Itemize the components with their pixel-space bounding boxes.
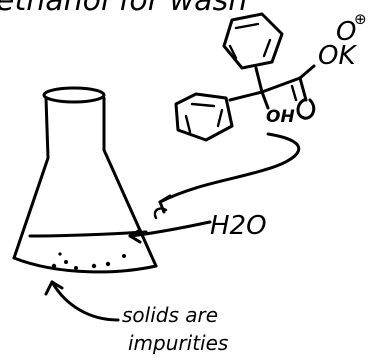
molecule: OH OK O ⊕	[174, 10, 367, 142]
potassium-label: OK	[318, 41, 357, 71]
molecule-to-flask-arrow	[158, 132, 301, 204]
carbonyl-oxygen	[296, 98, 316, 120]
flask-mouth	[42, 86, 106, 104]
bond-ring-to-carbon	[254, 66, 264, 94]
solid-particle	[51, 263, 57, 269]
upper-phenyl-ring	[222, 12, 284, 70]
lower-ring-inner-bonds	[184, 102, 224, 134]
water-arrow	[128, 220, 212, 238]
upper-ring-inner-bonds	[228, 22, 272, 60]
solid-particle	[74, 266, 78, 270]
bond-carbon-to-oh	[260, 90, 270, 110]
solid-particle	[64, 260, 68, 264]
bond-carbon-to-carboxyl	[260, 76, 302, 94]
carboxyl-bond-down	[298, 76, 308, 102]
flask-bottom	[12, 256, 158, 274]
water-arrow-head	[128, 228, 142, 244]
liquid-surface	[28, 230, 148, 238]
flask-right-wall	[102, 96, 158, 268]
solids-arrow-head	[44, 280, 64, 296]
arrow-tick	[153, 207, 168, 220]
hydroxyl-label: OH	[266, 107, 295, 127]
flask-left-wall	[12, 96, 50, 260]
solid-particle	[122, 254, 126, 258]
solids-label-line2: impurities	[128, 331, 228, 355]
solid-particle	[105, 261, 111, 267]
bond-carbon-to-left-ring	[228, 90, 264, 102]
water-label: H2O	[210, 211, 267, 241]
solids-label-line1: solids are	[122, 303, 218, 327]
solid-particle	[58, 252, 62, 256]
solid-particle	[91, 263, 97, 269]
charge-label: ⊕	[354, 10, 367, 28]
molecule-arrow-head	[158, 194, 172, 214]
solids-arrow	[50, 280, 120, 322]
anion-oxygen-label: O	[336, 17, 356, 47]
carboxyl-bond-up	[298, 64, 316, 80]
header-text: ethanol for wash	[0, 0, 247, 18]
erlenmeyer-flask	[12, 86, 158, 274]
carbonyl-double-bond	[290, 84, 298, 102]
lower-phenyl-ring	[174, 92, 234, 142]
